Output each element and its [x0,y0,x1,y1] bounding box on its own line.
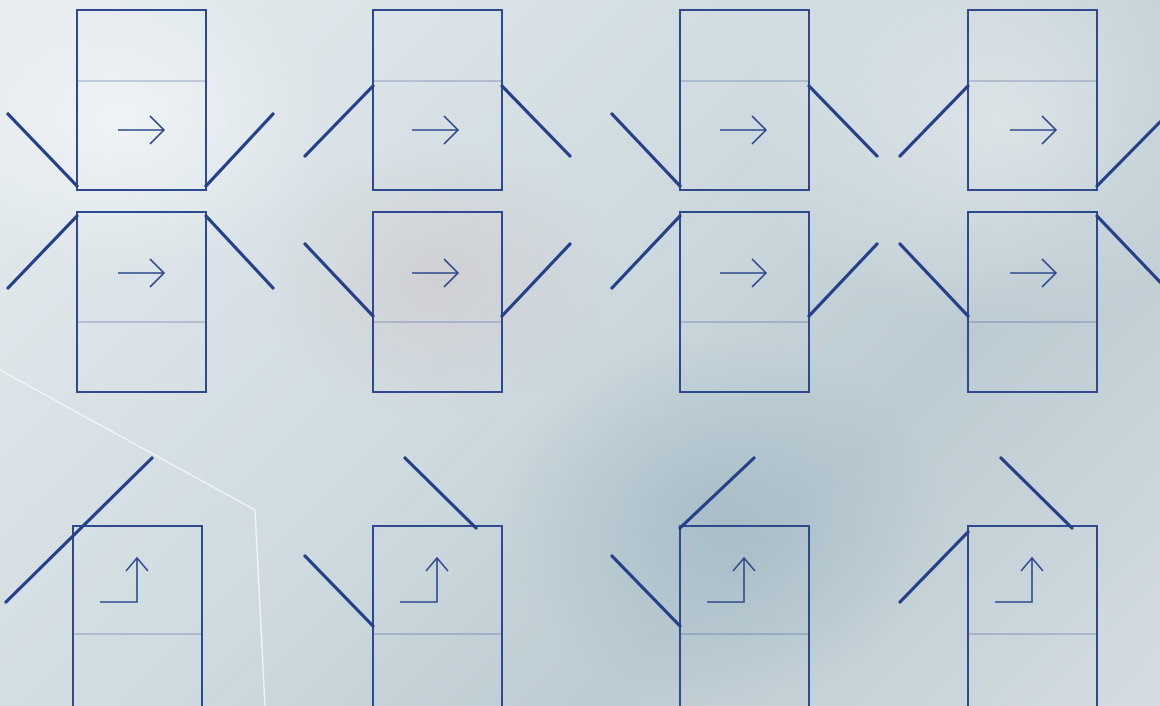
door-symbol [898,456,1098,706]
door-frame [72,525,203,706]
door-leaf [6,112,79,188]
door-symbol [610,211,879,393]
door-symbol [4,456,203,706]
arrow-right-icon [720,115,768,145]
door-frame [372,211,503,393]
corner-arrow-icon [707,556,756,603]
door-leaf [303,242,375,318]
door-leaf [898,242,970,318]
door-symbol [303,9,572,191]
door-leaf [303,84,375,158]
door-leaf [999,456,1074,530]
door-symbol [6,211,275,393]
arrow-right-icon [412,115,460,145]
door-frame [967,525,1098,706]
arrow-right-icon [1010,115,1058,145]
door-frame [76,9,207,191]
door-frame [679,525,810,706]
door-leaf [204,112,275,188]
door-leaf [898,530,970,604]
arrow-right-icon [1010,258,1058,288]
door-leaf [807,84,879,158]
door-leaf [303,554,375,628]
door-leaf [610,112,682,188]
door-leaf [500,84,572,158]
door-leaf [610,554,682,628]
arrow-right-icon [118,115,166,145]
arrow-right-icon [118,258,166,288]
corner-arrow-icon [400,556,449,603]
door-frame [372,9,503,191]
door-symbol [6,9,275,191]
arrow-right-icon [720,258,768,288]
corner-arrow-icon [100,556,149,603]
door-symbol [303,211,572,393]
door-frame [76,211,207,393]
arrow-right-icon [412,258,460,288]
door-leaf [1095,214,1160,284]
door-frame [967,9,1098,191]
door-leaf [1095,120,1160,188]
door-symbol [610,456,810,706]
door-leaf [807,242,879,318]
door-leaf [4,456,154,604]
door-frame [372,525,503,706]
door-frame [679,211,810,393]
highlight-outline [0,369,266,706]
door-frame [967,211,1098,393]
door-leaf [898,84,970,158]
door-symbol [898,9,1160,191]
door-symbol [898,211,1160,393]
door-leaf [403,456,478,530]
door-symbol [610,9,879,191]
corner-arrow-icon [995,556,1044,603]
door-leaf [6,214,79,290]
door-leaf [678,456,756,530]
door-leaf [610,214,682,290]
door-leaf [204,214,275,290]
door-leaf [500,242,572,318]
door-symbol [303,456,503,706]
door-frame [679,9,810,191]
